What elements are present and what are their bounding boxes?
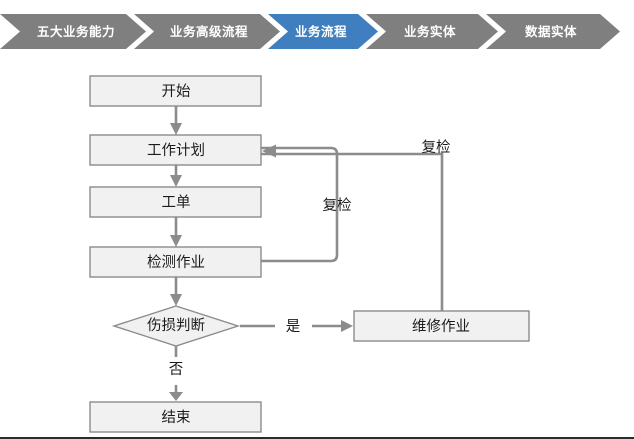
node-start[interactable]: 开始 <box>89 75 262 107</box>
edge-start-to-work-plan <box>170 106 182 135</box>
node-work-order-label: 工单 <box>162 194 191 211</box>
edge-label-recheck-inner: 复检 <box>323 196 352 214</box>
edge-recheck-outer <box>212 152 444 312</box>
edge-head-into-work-plan <box>262 144 276 158</box>
node-decision[interactable]: 伤损判断 <box>111 305 241 347</box>
node-work-plan-label: 工作计划 <box>147 142 205 159</box>
breadcrumb-chevron-2 <box>134 14 280 49</box>
node-repair-label: 维修作业 <box>412 318 470 335</box>
breadcrumb-chevron-3 <box>268 14 378 49</box>
edge-recheck-inner <box>212 146 339 263</box>
node-end[interactable]: 结束 <box>89 401 262 433</box>
breadcrumb-item-5[interactable]: 数据实体 <box>486 14 620 49</box>
breadcrumb-item-3[interactable]: 业务流程 <box>268 14 378 49</box>
edge-label-no: 否 <box>169 362 184 378</box>
breadcrumb-item-1[interactable]: 五大业务能力 <box>0 14 146 49</box>
edge-work-plan-to-work-order <box>170 165 182 187</box>
edge-label-recheck-outer: 复检 <box>422 138 451 156</box>
edge-label-yes: 是 <box>286 319 301 335</box>
edge-work-order-to-inspection <box>170 217 182 247</box>
edge-inspection-to-decision <box>170 277 182 306</box>
breadcrumb-label-2: 业务高级流程 <box>170 24 248 39</box>
breadcrumb-item-4[interactable]: 业务实体 <box>366 14 498 49</box>
node-end-label: 结束 <box>162 409 191 426</box>
breadcrumb-chevron-4 <box>366 14 498 49</box>
breadcrumb-chevron-1 <box>0 14 146 49</box>
node-work-order[interactable]: 工单 <box>89 186 262 218</box>
node-inspection-label: 检测作业 <box>147 254 205 271</box>
node-decision-label: 伤损判断 <box>147 317 205 334</box>
node-start-label: 开始 <box>162 83 191 100</box>
node-inspection[interactable]: 检测作业 <box>89 246 262 278</box>
node-work-plan[interactable]: 工作计划 <box>89 134 262 166</box>
node-repair[interactable]: 维修作业 <box>353 310 530 342</box>
breadcrumb: 五大业务能力 业务高级流程 业务流程 业务实体 数据实体 <box>0 14 634 49</box>
breadcrumb-item-2[interactable]: 业务高级流程 <box>134 14 280 49</box>
edge-decision-to-end <box>169 346 183 401</box>
breadcrumb-label-5: 数据实体 <box>524 24 577 39</box>
figure-baseline-rule <box>0 437 634 439</box>
breadcrumb-label-1: 五大业务能力 <box>37 24 115 39</box>
breadcrumb-label-3: 业务流程 <box>295 24 347 39</box>
breadcrumb-chevron-5 <box>486 14 620 49</box>
edge-decision-to-repair <box>240 320 353 332</box>
process-flowchart: 开始 工作计划 工单 检测作业 伤损判断 维修作业 <box>0 55 634 439</box>
breadcrumb-label-4: 业务实体 <box>404 24 456 39</box>
